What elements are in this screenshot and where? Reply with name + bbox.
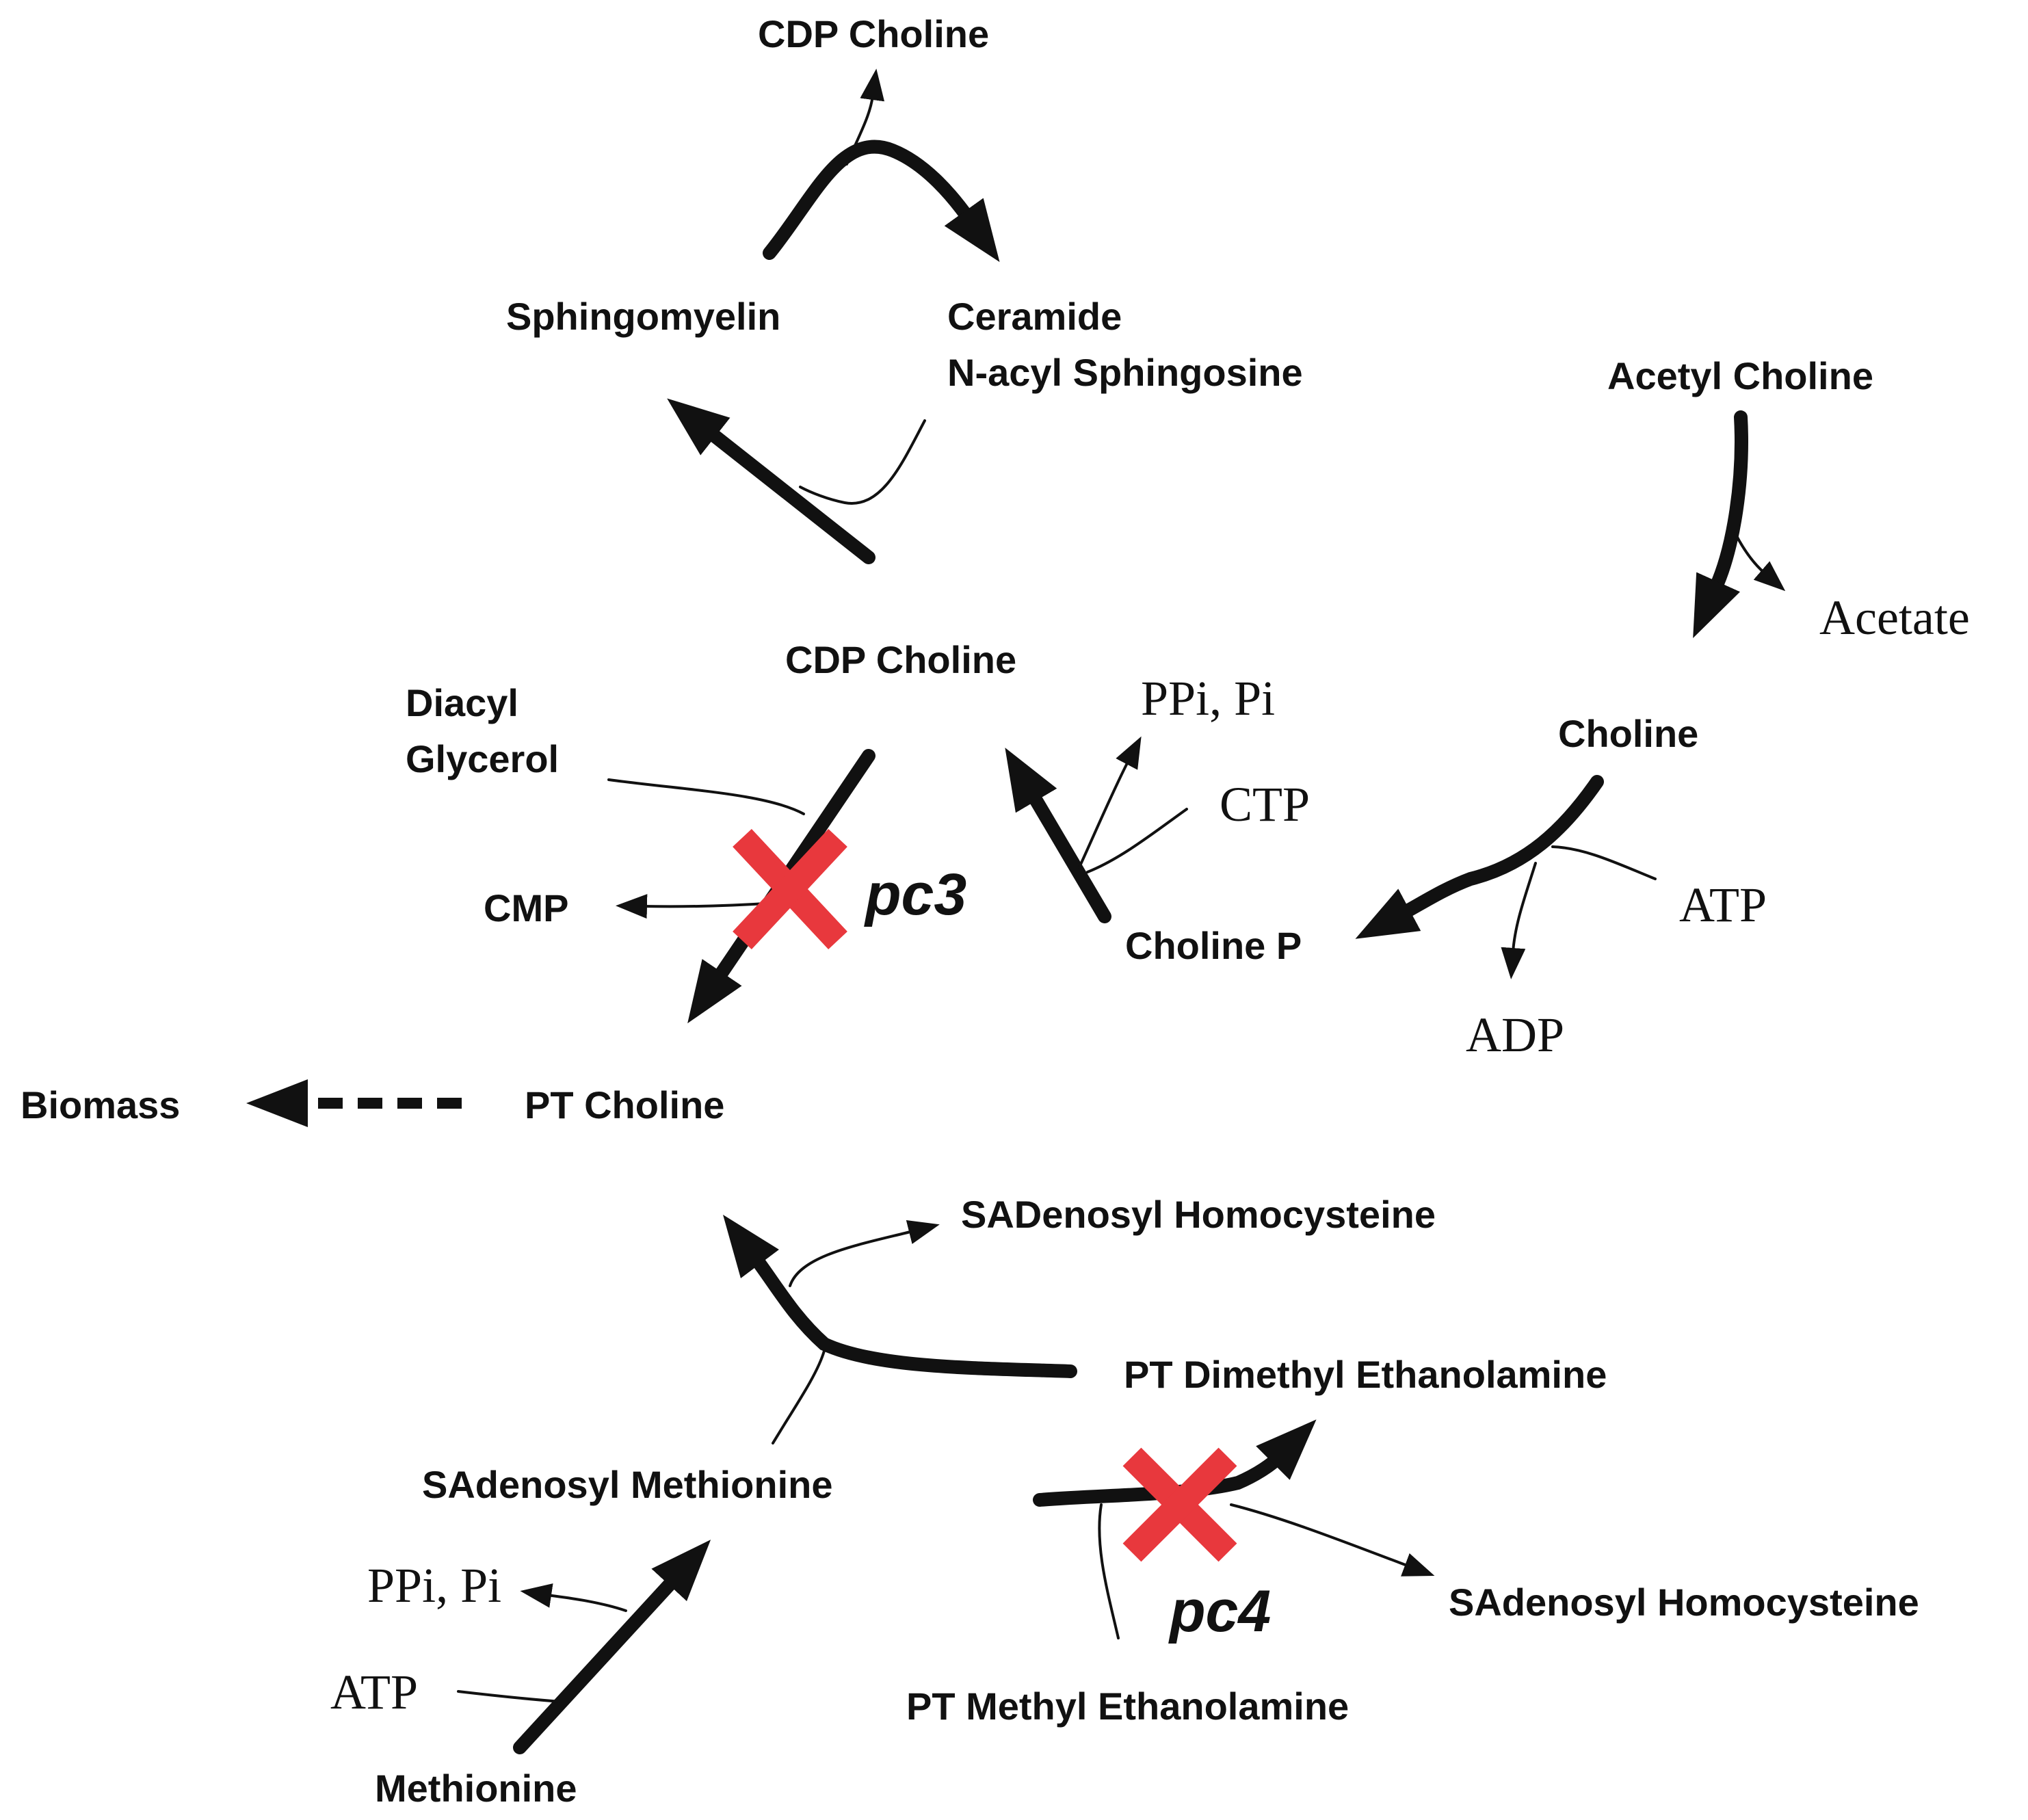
acetylcholine-to-choline-arrow xyxy=(1693,410,1748,638)
cdp-choline-to-sphingomyelin-arrow xyxy=(667,398,875,564)
pc4-knockout-label: pc4 xyxy=(1170,1579,1272,1644)
atp-input-branch xyxy=(1551,845,1657,880)
ctp-label: CTP xyxy=(1220,777,1311,832)
diacyl-glycerol-label-line2: Glycerol xyxy=(406,737,559,780)
ceramide-label-line2: N-acyl Sphingosine xyxy=(947,351,1303,394)
pc3-knockout-cross xyxy=(733,829,847,949)
cdp-choline-top-label: CDP Choline xyxy=(758,12,990,55)
sah-bottom-branch xyxy=(1230,1503,1435,1577)
sam-input-branch-top xyxy=(772,1349,826,1445)
choline-label: Choline xyxy=(1558,712,1699,755)
acetyl-choline-label: Acetyl Choline xyxy=(1607,354,1873,397)
biomass-label: Biomass xyxy=(21,1083,181,1126)
sphingomyelin-label: Sphingomyelin xyxy=(506,295,781,338)
cmp-label: CMP xyxy=(484,886,569,929)
choline-p-label: Choline P xyxy=(1125,924,1302,967)
atp-bottom-label: ATP xyxy=(330,1665,419,1719)
acetate-label: Acetate xyxy=(1819,590,1970,645)
sadenosyl-methionine-label: SAdenosyl Methionine xyxy=(422,1463,833,1506)
sadenosyl-homocysteine-top-label: SADenosyl Homocysteine xyxy=(961,1193,1436,1236)
sphingomyelin-to-ceramide-arrow xyxy=(763,140,1000,263)
methionine-to-sam-arrow xyxy=(513,1540,711,1754)
pt-dimethyl-ethanolamine-label: PT Dimethyl Ethanolamine xyxy=(1124,1353,1607,1396)
cdp-choline-top-branch xyxy=(845,68,885,166)
ppi-pi-top-label: PPi, Pi xyxy=(1141,671,1276,726)
choline-to-cholinep-arrow xyxy=(1355,775,1604,939)
cmp-branch xyxy=(616,894,778,919)
pc4-knockout-cross xyxy=(1122,1447,1237,1562)
ceramide-input-branch xyxy=(799,419,926,505)
ppi-pi-bottom-label: PPi, Pi xyxy=(367,1558,502,1613)
diacylglycerol-input-branch xyxy=(607,778,805,815)
pc3-knockout-label: pc3 xyxy=(865,862,967,927)
sah-top-branch xyxy=(789,1219,940,1287)
ppi-pi-top-branch xyxy=(1078,736,1142,869)
methionine-label: Methionine xyxy=(375,1767,577,1810)
diacyl-glycerol-label-line1: Diacyl xyxy=(406,681,518,724)
sadenosyl-homocysteine-bottom-label: SAdenosyl Homocysteine xyxy=(1449,1581,1919,1624)
atp-bottom-input-branch xyxy=(457,1690,562,1703)
sam-input-branch-bottom xyxy=(1098,1503,1120,1639)
atp-right-label: ATP xyxy=(1679,878,1767,932)
ptdme-to-ptcholine-arrow xyxy=(723,1214,1077,1378)
pt-methyl-ethanolamine-label: PT Methyl Ethanolamine xyxy=(906,1685,1349,1728)
ceramide-label-line1: Ceramide xyxy=(947,295,1122,338)
ctp-input-branch xyxy=(1086,808,1188,873)
adp-label: ADP xyxy=(1466,1007,1565,1062)
ppi-pi-bottom-branch xyxy=(520,1583,627,1612)
cholinep-to-cdpcholine-arrow xyxy=(1005,748,1111,923)
cdp-choline-mid-label: CDP Choline xyxy=(785,638,1017,681)
pt-choline-label: PT Choline xyxy=(525,1083,725,1126)
adp-branch xyxy=(1501,862,1537,979)
acetate-branch xyxy=(1734,532,1786,592)
